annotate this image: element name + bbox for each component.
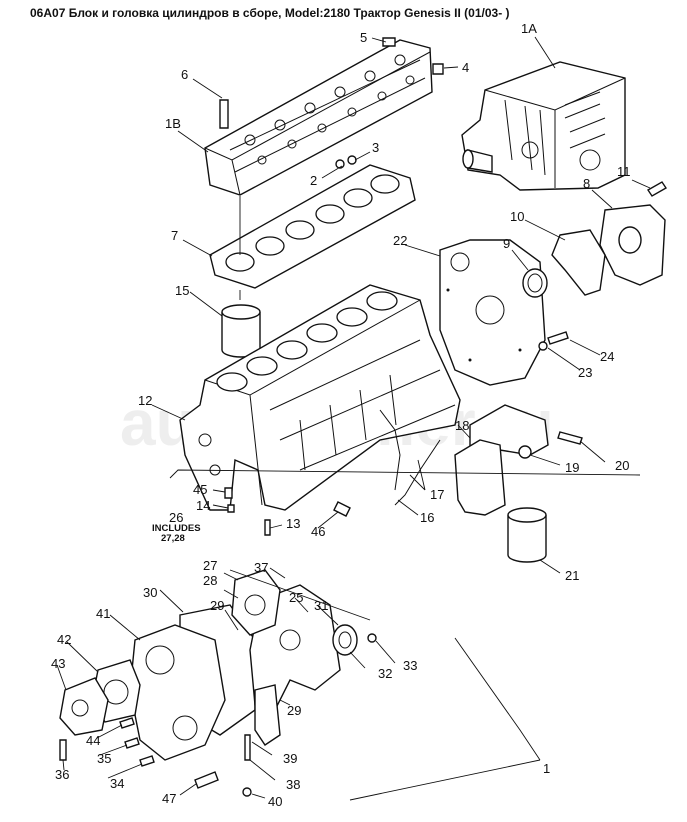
label-16: 16 xyxy=(420,510,434,525)
label-44: 44 xyxy=(86,733,100,748)
part-34-35-36-44-47-bolts xyxy=(59,717,219,789)
part-4-5-6-2-3-fasteners xyxy=(219,37,444,169)
part-20-bolt xyxy=(557,431,583,445)
part-22-rear-plate xyxy=(439,239,546,386)
label-30: 30 xyxy=(143,585,157,600)
label-19: 19 xyxy=(565,460,579,475)
part-29-bracket xyxy=(254,684,281,746)
label-42: 42 xyxy=(57,632,71,647)
label-43: 43 xyxy=(51,656,65,671)
label-5: 5 xyxy=(360,30,367,45)
part-1a-engine-block xyxy=(461,61,626,191)
label-26-parts: 27,28 xyxy=(161,533,185,544)
part-13-45-14-46-fasteners xyxy=(224,487,351,536)
label-35: 35 xyxy=(97,751,111,766)
part-10-gasket xyxy=(551,229,606,296)
label-3: 3 xyxy=(372,140,379,155)
part-41-front-cover xyxy=(129,624,226,761)
label-8: 8 xyxy=(583,176,590,191)
label-13: 13 xyxy=(286,516,300,531)
label-20: 20 xyxy=(615,458,629,473)
callout-labels: 1A 1B 1 2 3 4 5 6 7 8 9 10 11 12 13 14 1… xyxy=(51,21,631,809)
label-29-b: 29 xyxy=(287,703,301,718)
label-6: 6 xyxy=(181,67,188,82)
label-29-a: 29 xyxy=(210,598,224,613)
leader-lines xyxy=(56,36,651,801)
part-21-oil-filter xyxy=(507,507,547,563)
part-8-seal-housing xyxy=(599,204,666,286)
label-37: 37 xyxy=(254,560,268,575)
label-34: 34 xyxy=(110,776,124,791)
part-19-adapter xyxy=(518,445,532,459)
part-1b-cylinder-head xyxy=(204,39,433,196)
label-18: 18 xyxy=(455,418,469,433)
label-41: 41 xyxy=(96,606,110,621)
label-1b: 1B xyxy=(165,116,181,131)
part-33-bolt xyxy=(367,633,377,643)
label-1a: 1A xyxy=(521,21,537,36)
label-10: 10 xyxy=(510,209,524,224)
part-23-24-bolt-washer xyxy=(538,331,569,351)
label-1: 1 xyxy=(543,761,550,776)
label-23: 23 xyxy=(578,365,592,380)
label-27: 27 xyxy=(203,558,217,573)
label-39: 39 xyxy=(283,751,297,766)
label-24: 24 xyxy=(600,349,614,364)
label-14: 14 xyxy=(196,498,210,513)
label-11: 11 xyxy=(617,164,631,179)
label-45: 45 xyxy=(193,482,207,497)
label-2: 2 xyxy=(310,173,317,188)
label-31: 31 xyxy=(314,598,328,613)
part-15-cylinder-liner xyxy=(221,304,261,358)
label-4: 4 xyxy=(462,60,469,75)
part-38-39-40-fasteners xyxy=(242,734,252,797)
part-32-seal xyxy=(332,624,358,656)
label-17: 17 xyxy=(430,487,444,502)
label-32: 32 xyxy=(378,666,392,681)
label-25: 25 xyxy=(289,590,303,605)
label-21: 21 xyxy=(565,568,579,583)
part-43-water-pump xyxy=(59,677,109,736)
label-26-includes: INCLUDES xyxy=(152,523,201,534)
diagram-title: 06A07 Блок и головка цилиндров в сборе, … xyxy=(30,6,510,20)
part-7-head-gasket xyxy=(209,164,416,289)
label-40: 40 xyxy=(268,794,282,809)
part-main-cylinder-block xyxy=(179,284,461,511)
label-26: 26 xyxy=(169,510,183,525)
label-38: 38 xyxy=(286,777,300,792)
label-47: 47 xyxy=(162,791,176,806)
label-7: 7 xyxy=(171,228,178,243)
label-46: 46 xyxy=(311,524,325,539)
label-28: 28 xyxy=(203,573,217,588)
label-9: 9 xyxy=(503,236,510,251)
part-27-28-plate xyxy=(231,569,281,636)
part-9-oil-seal xyxy=(522,268,548,298)
label-12: 12 xyxy=(138,393,152,408)
label-22: 22 xyxy=(393,233,407,248)
part-11-bolt xyxy=(647,181,667,197)
label-33: 33 xyxy=(403,658,417,673)
label-15: 15 xyxy=(175,283,189,298)
label-36: 36 xyxy=(55,767,69,782)
